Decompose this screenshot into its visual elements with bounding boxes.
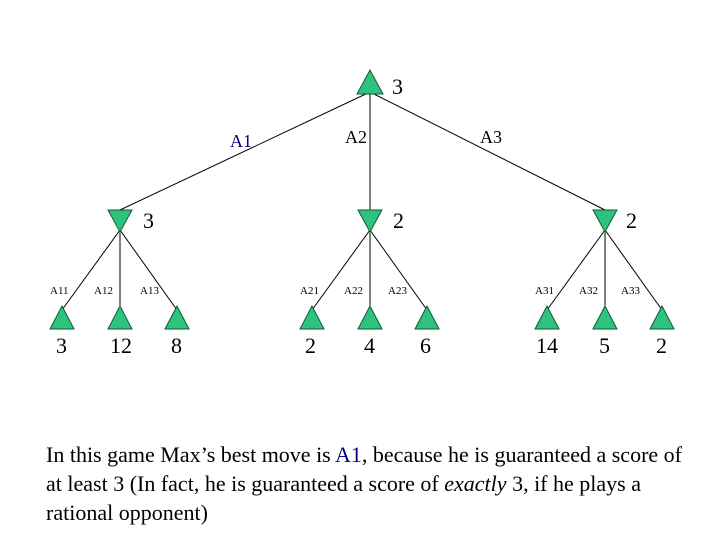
move-label-a23: A23 bbox=[388, 285, 407, 297]
game-tree: 3 A1 A2 A3 3 2 2 A11 A12 A13 A21 A22 A23… bbox=[49, 68, 675, 358]
move-label-a1: A1 bbox=[230, 131, 252, 151]
min-node-1-value: 3 bbox=[143, 208, 154, 233]
edge-min1-a11 bbox=[61, 229, 121, 311]
edge-min3-a31 bbox=[546, 229, 606, 311]
leaf-value-a23: 6 bbox=[420, 333, 431, 358]
edge-min1-a13 bbox=[119, 229, 178, 311]
max-root-node bbox=[356, 68, 384, 95]
min-node-3 bbox=[592, 209, 618, 234]
edge-min2-a21 bbox=[311, 229, 371, 311]
move-label-a31: A31 bbox=[535, 285, 554, 297]
move-label-a22: A22 bbox=[344, 285, 363, 297]
root-value: 3 bbox=[392, 74, 403, 99]
move-label-a11: A11 bbox=[50, 285, 69, 297]
leaf-node-a21 bbox=[299, 304, 325, 330]
caption-part-3: 3, if he plays a rational opponent) bbox=[46, 471, 641, 525]
leaf-node-a11 bbox=[49, 304, 75, 330]
min-node-1 bbox=[107, 209, 133, 234]
edge-min3-a33 bbox=[604, 229, 663, 311]
leaf-value-a11: 3 bbox=[56, 333, 67, 358]
leaf-value-a32: 5 bbox=[599, 333, 610, 358]
move-label-a2: A2 bbox=[345, 127, 367, 147]
move-label-a32: A32 bbox=[579, 285, 598, 297]
leaf-value-a21: 2 bbox=[305, 333, 316, 358]
min-node-3-value: 2 bbox=[626, 208, 637, 233]
move-label-a12: A12 bbox=[94, 285, 113, 297]
leaf-node-a23 bbox=[414, 304, 440, 330]
min-node-2-value: 2 bbox=[393, 208, 404, 233]
caption-text: In this game Max’s best move is A1, beca… bbox=[46, 440, 686, 527]
min-node-2 bbox=[357, 209, 383, 234]
leaf-node-a12 bbox=[107, 304, 133, 330]
leaf-value-a12: 12 bbox=[110, 333, 132, 358]
edge-min2-a23 bbox=[369, 229, 428, 311]
leaf-value-a13: 8 bbox=[171, 333, 182, 358]
leaf-value-a31: 14 bbox=[536, 333, 558, 358]
edge-root-a1 bbox=[119, 91, 371, 211]
leaf-node-a31 bbox=[534, 304, 560, 330]
leaf-node-a22 bbox=[357, 304, 383, 330]
caption-move-a1: A1 bbox=[335, 442, 362, 467]
move-label-a13: A13 bbox=[140, 285, 159, 297]
caption-part-1: In this game Max’s best move is bbox=[46, 442, 336, 467]
leaf-value-a22: 4 bbox=[364, 333, 375, 358]
leaf-node-a33 bbox=[649, 304, 675, 330]
move-label-a21: A21 bbox=[300, 285, 319, 297]
move-label-a3: A3 bbox=[480, 127, 502, 147]
edge-root-a3 bbox=[369, 91, 606, 211]
move-label-a33: A33 bbox=[621, 285, 640, 297]
caption-part-2: , because he is guaranteed a score of at… bbox=[46, 442, 682, 496]
caption-emphasis: exactly bbox=[444, 471, 507, 496]
leaf-node-a13 bbox=[164, 304, 190, 330]
leaf-value-a33: 2 bbox=[656, 333, 667, 358]
leaf-node-a32 bbox=[592, 304, 618, 330]
